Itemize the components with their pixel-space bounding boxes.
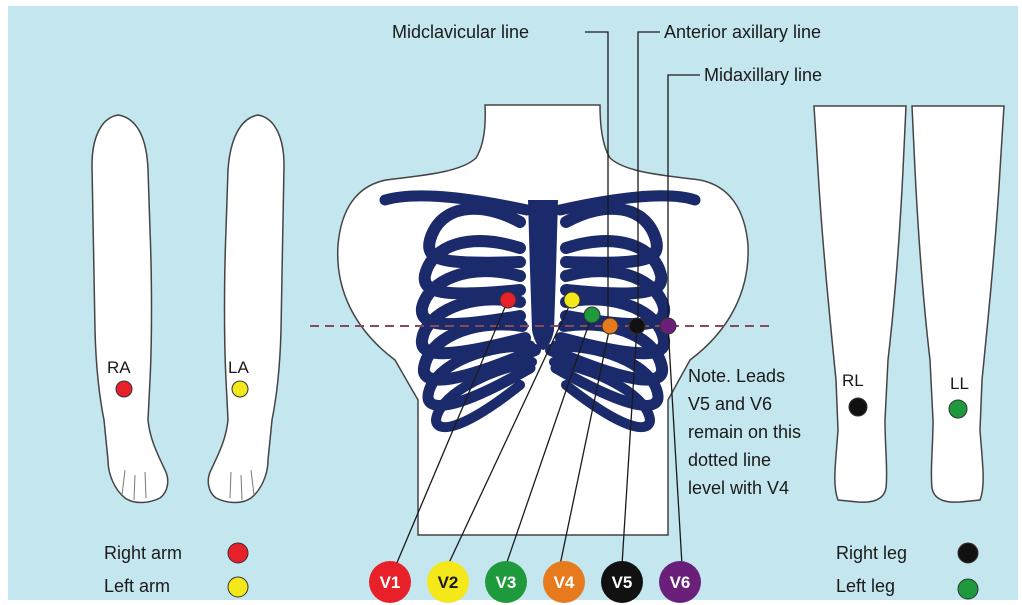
v4-badge-label: V4 — [554, 573, 575, 592]
v4-electrode — [602, 318, 618, 334]
sternum — [528, 200, 558, 350]
legend-left-leg-label: Left leg — [836, 576, 895, 596]
v5-badge-label: V5 — [612, 573, 633, 592]
midaxillary-line-label: Midaxillary line — [704, 65, 822, 85]
svg-text:V5 and V6: V5 and V6 — [688, 394, 772, 414]
ra-label: RA — [107, 358, 131, 377]
v1-badge-label: V1 — [380, 573, 401, 592]
legend-left-arm-label: Left arm — [104, 576, 170, 596]
svg-text:Note. Leads: Note. Leads — [688, 366, 785, 386]
v3-electrode — [584, 307, 600, 323]
svg-text:level with V4: level with V4 — [688, 478, 789, 498]
ll-label: LL — [950, 374, 969, 393]
anterior-axillary-line-label: Anterior axillary line — [664, 22, 821, 42]
note-text: Note. Leads V5 and V6 remain on this dot… — [688, 366, 801, 498]
v3-badge-label: V3 — [496, 573, 517, 592]
v6-badge-label: V6 — [670, 573, 691, 592]
svg-text:remain on this: remain on this — [688, 422, 801, 442]
v6-electrode — [660, 318, 676, 334]
legend-right-arm-swatch — [228, 543, 248, 563]
v1-electrode — [500, 292, 516, 308]
v5-electrode — [629, 318, 645, 334]
ll-electrode — [949, 400, 967, 418]
ra-electrode — [116, 381, 132, 397]
svg-text:dotted line: dotted line — [688, 450, 771, 470]
la-label: LA — [228, 358, 249, 377]
legend-right-leg-label: Right leg — [836, 543, 907, 563]
midclavicular-line-label: Midclavicular line — [392, 22, 529, 42]
v2-badge-label: V2 — [438, 573, 459, 592]
legend-right-leg-swatch — [958, 543, 978, 563]
legend-left-leg-swatch — [958, 579, 978, 599]
la-electrode — [232, 381, 248, 397]
legend-left-arm-swatch — [228, 577, 248, 597]
rl-label: RL — [842, 371, 864, 390]
v2-electrode — [564, 292, 580, 308]
legend-right-arm-label: Right arm — [104, 543, 182, 563]
rl-electrode — [849, 398, 867, 416]
